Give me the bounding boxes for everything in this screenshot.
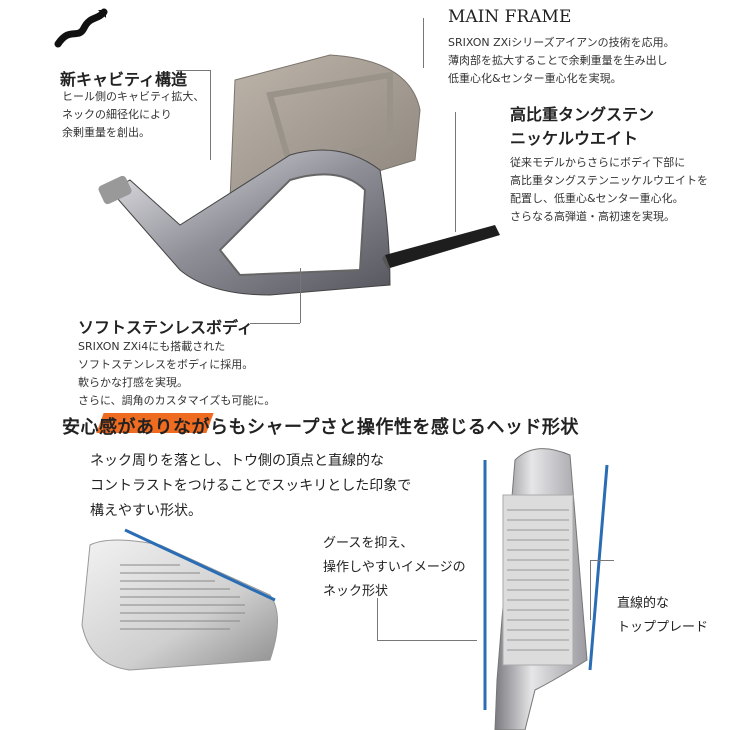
soft-body-line: さらに、調角のカスタマイズも可能に。 (78, 394, 276, 407)
goose-line: グースを抑え、 (323, 536, 414, 551)
shape-desc-line: コントラストをつけることでスッキリとした印象で (90, 478, 412, 494)
cavity-title: 新キャビティ構造 (60, 70, 188, 89)
soft-body-desc: SRIXON ZXi4にも搭載された ソフトステンレスをボディに採用。 軟らかな… (78, 338, 275, 410)
top-blade-desc: 直線的な トッププレード (617, 592, 708, 640)
main-frame-line: SRIXON ZXiシリーズアイアンの技術を応用。 (448, 36, 675, 49)
iron-address-illustration (483, 448, 609, 730)
shape-desc-line: ネック周りを落とし、トウ側の頂点と直線的な (90, 453, 384, 469)
top-blade-line: 直線的な (617, 596, 670, 611)
cavity-desc: ヒール側のキャビティ拡大、 ネックの細径化により 余剰重量を創出。 (62, 88, 204, 142)
main-frame-line: 薄肉部を拡大することで余剰重量を生み出し (448, 54, 668, 67)
soft-body-line: 軟らかな打感を実現。 (78, 376, 188, 389)
top-line-guide (124, 528, 276, 602)
soft-body-line: SRIXON ZXi4にも搭載された (78, 340, 226, 353)
cavity-line: 余剰重量を創出。 (62, 126, 150, 139)
main-frame-title: MAIN FRAME (448, 7, 572, 27)
tungsten-title-line: ニッケルウエイト (510, 129, 639, 148)
tungsten-line: さらなる高弾道・高初速を実現。 (510, 210, 675, 223)
main-frame-line: 低重心化&センター重心化を実現。 (448, 72, 622, 85)
soft-body-line: ソフトステンレスをボディに採用。 (78, 358, 254, 371)
cavity-line: ヒール側のキャビティ拡大、 (62, 90, 205, 103)
main-frame-desc: SRIXON ZXiシリーズアイアンの技術を応用。 薄肉部を拡大することで余剰重… (448, 34, 675, 88)
cavity-line: ネックの細径化により (62, 108, 172, 121)
shape-desc-line: 構えやすい形状。 (90, 503, 202, 519)
tungsten-weight (385, 225, 500, 268)
headline: 安心感がありながらもシャープさと操作性を感じるヘッド形状 (62, 417, 579, 438)
tungsten-line: 配置し、低重心&センター重心化。 (510, 192, 684, 205)
soft-body-title: ソフトステンレスボディ (78, 318, 253, 337)
goose-line: ネック形状 (323, 584, 389, 599)
tungsten-line: 従来モデルからさらにボディ下部に (510, 156, 686, 169)
top-blade-line-guide (588, 464, 609, 671)
iron-face-illustration (81, 528, 278, 671)
tungsten-title: 高比重タングステン ニッケルウエイト (510, 103, 654, 151)
goose-desc: グースを抑え、 操作しやすいイメージの ネック形状 (323, 532, 466, 604)
tungsten-line: 高比重タングステンニッケルウエイトを (510, 174, 708, 187)
tungsten-title-line: 高比重タングステン (510, 105, 655, 124)
brand-swoosh-logo-icon (54, 6, 108, 56)
goose-line: 操作しやすいイメージの (323, 560, 466, 575)
shape-desc: ネック周りを落とし、トウ側の頂点と直線的な コントラストをつけることでスッキリと… (90, 449, 411, 524)
brand-logo (54, 6, 108, 56)
iron-exploded-illustration (98, 54, 500, 296)
top-blade-line: トッププレード (617, 620, 709, 635)
tungsten-desc: 従来モデルからさらにボディ下部に 高比重タングステンニッケルウエイトを 配置し、… (510, 154, 708, 226)
